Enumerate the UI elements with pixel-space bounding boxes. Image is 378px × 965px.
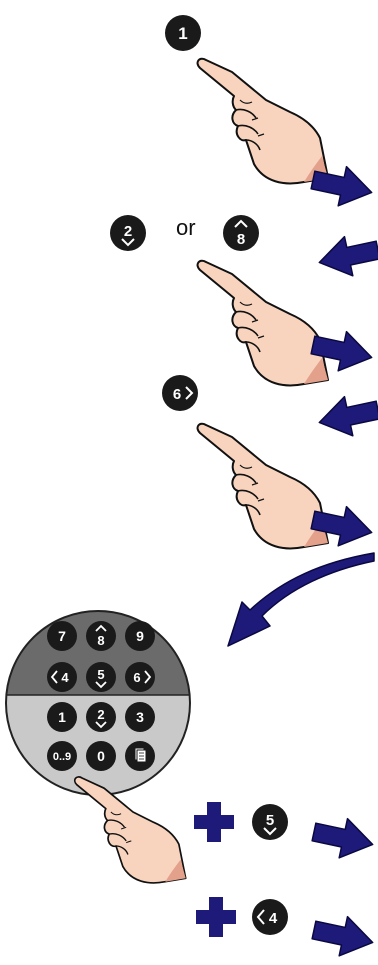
pointing-hand-icon xyxy=(198,261,328,386)
arrow-right-icon xyxy=(310,812,377,864)
key-6-right-button[interactable]: 6 xyxy=(162,375,198,411)
key-8-up-button[interactable]: 8 xyxy=(223,215,259,251)
keypad-key-5-down[interactable]: 5 xyxy=(86,662,116,692)
keypad-key-1[interactable]: 1 xyxy=(47,702,77,732)
combo-2: 4 xyxy=(196,897,377,962)
svg-text:5: 5 xyxy=(97,667,104,682)
svg-text:6: 6 xyxy=(133,670,140,685)
plus-icon xyxy=(194,802,234,842)
keypad-key-3[interactable]: 3 xyxy=(125,702,155,732)
svg-text:8: 8 xyxy=(97,633,104,648)
document-icon xyxy=(135,748,146,762)
or-label: or xyxy=(176,215,196,240)
keypad-key-6-right[interactable]: 6 xyxy=(125,662,155,692)
key-1-button[interactable]: 1 xyxy=(165,15,201,51)
key-5-down-button[interactable]: 5 xyxy=(252,804,288,840)
curved-arrow-icon xyxy=(228,553,374,646)
keypad-key-2-down[interactable]: 2 xyxy=(86,702,116,732)
svg-text:2: 2 xyxy=(97,707,104,722)
svg-text:4: 4 xyxy=(269,910,278,927)
svg-text:5: 5 xyxy=(266,812,274,829)
svg-text:1: 1 xyxy=(178,24,187,43)
key-4-left-button[interactable]: 4 xyxy=(252,899,288,935)
svg-text:4: 4 xyxy=(61,670,69,685)
svg-text:1: 1 xyxy=(58,709,66,725)
key-2-down-button[interactable]: 2 xyxy=(110,215,146,251)
keypad-key-0-to-9[interactable]: 0..9 xyxy=(47,741,77,771)
pointing-hand-icon xyxy=(198,59,328,184)
keypad-key-0[interactable]: 0 xyxy=(86,741,116,771)
step-1: 1 xyxy=(165,15,376,212)
svg-text:8: 8 xyxy=(237,231,245,248)
plus-icon xyxy=(196,897,236,937)
svg-text:0..9: 0..9 xyxy=(53,751,71,763)
step-2: 2 or 8 xyxy=(110,215,378,385)
keypad-key-9[interactable]: 9 xyxy=(125,621,155,651)
keypad: 7 8 9 4 5 6 1 xyxy=(0,611,200,883)
svg-text:3: 3 xyxy=(136,709,144,725)
svg-text:6: 6 xyxy=(173,386,181,403)
keypad-key-4-left[interactable]: 4 xyxy=(47,662,77,692)
pointing-hand-icon xyxy=(75,777,186,883)
arrow-right-icon xyxy=(310,910,377,962)
svg-text:9: 9 xyxy=(136,628,144,644)
combo-1: 5 xyxy=(194,802,377,864)
arrow-left-icon xyxy=(315,230,378,282)
svg-text:7: 7 xyxy=(58,628,66,644)
keypad-key-7[interactable]: 7 xyxy=(47,621,77,651)
svg-text:0: 0 xyxy=(97,748,105,764)
step-3: 6 xyxy=(162,375,378,552)
keypad-key-8-up[interactable]: 8 xyxy=(86,621,116,651)
keypad-key-document[interactable] xyxy=(125,741,155,771)
svg-text:2: 2 xyxy=(124,223,132,240)
pointing-hand-icon xyxy=(198,424,328,549)
arrow-left-icon xyxy=(315,390,378,442)
